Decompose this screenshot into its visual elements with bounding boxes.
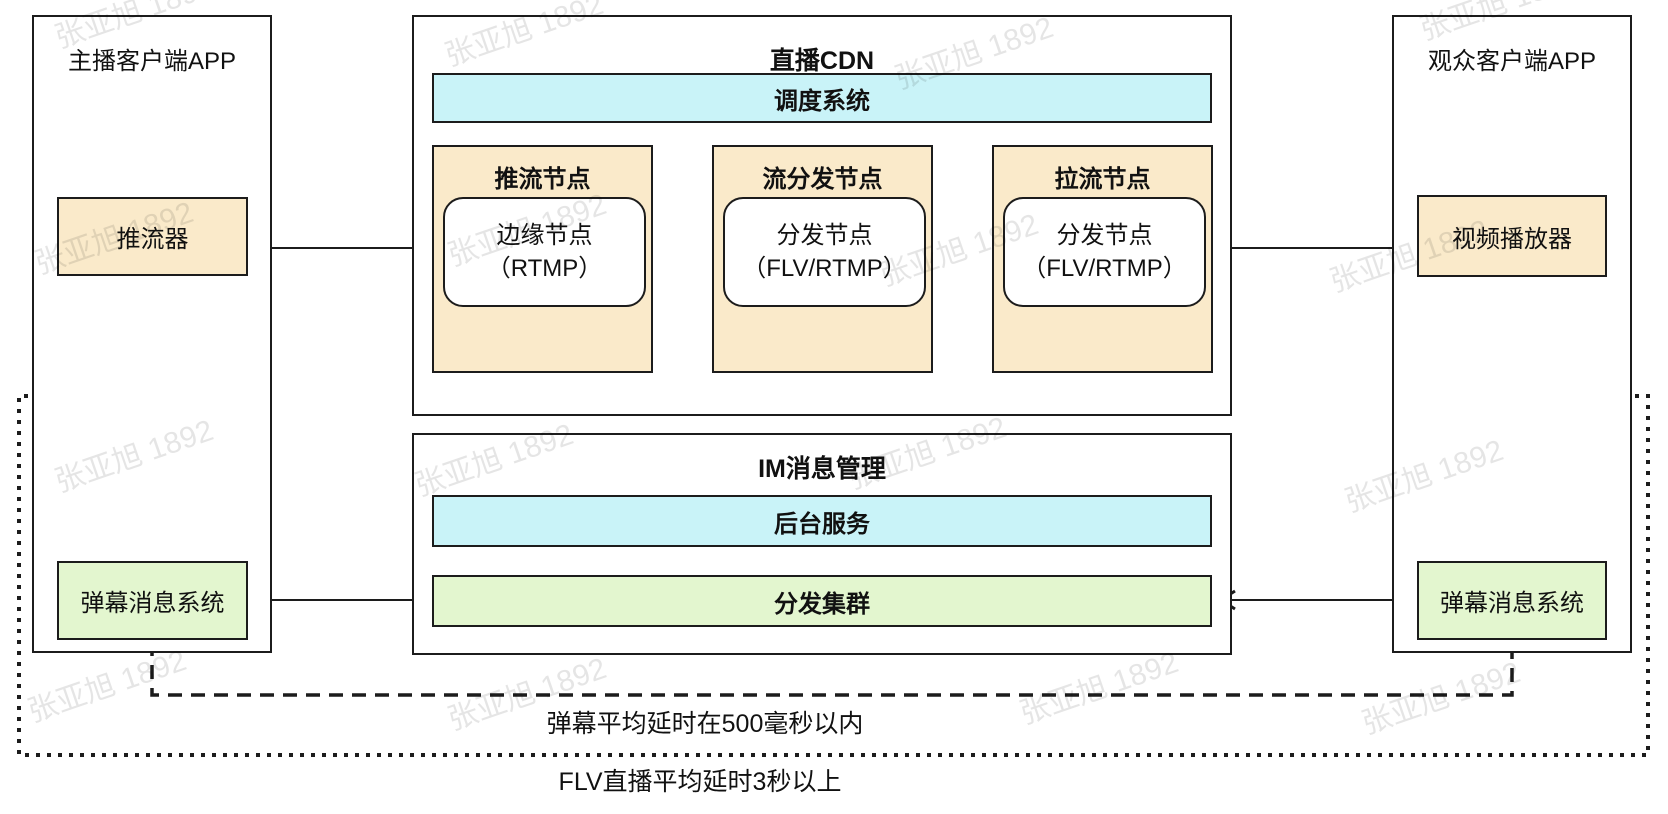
danmaku-system-box-left: 弹幕消息系统 <box>57 561 248 640</box>
danmaku-system-box-right: 弹幕消息系统 <box>1417 561 1607 640</box>
video-player-label: 视频播放器 <box>1452 225 1572 253</box>
broadcaster-app-title: 主播客户端APP <box>67 48 237 75</box>
scheduler-label: 调度系统 <box>774 87 870 115</box>
distribute-cluster-label: 分发集群 <box>774 590 870 618</box>
cdn-title: 直播CDN <box>769 47 875 75</box>
im-title: IM消息管理 <box>758 455 886 483</box>
backend-service-label: 后台服务 <box>774 510 870 538</box>
viewer-app-title: 观众客户端APP <box>1427 48 1597 75</box>
push-node-box: 推流节点 边缘节点 （RTMP） <box>432 145 653 373</box>
pull-node-line2: （FLV/RTMP） <box>1022 255 1187 282</box>
pull-node-line1: 分发节点 <box>1056 222 1153 249</box>
flv-latency-annotation: FLV直播平均延时3秒以上 <box>558 768 842 796</box>
danmaku-system-label-left: 弹幕消息系统 <box>80 590 225 617</box>
pull-node-title: 拉流节点 <box>1054 166 1151 193</box>
viewer-app-container: 观众客户端APP <box>1392 15 1632 653</box>
stream-distribute-node-inner-box: 分发节点 （FLV/RTMP） <box>723 197 926 307</box>
distribute-cluster-bar: 分发集群 <box>432 575 1212 627</box>
push-node-inner-box: 边缘节点 （RTMP） <box>443 197 646 307</box>
pusher-label: 推流器 <box>116 226 189 253</box>
pull-node-inner-box: 分发节点 （FLV/RTMP） <box>1003 197 1206 307</box>
pusher-box: 推流器 <box>57 197 248 276</box>
stream-distribute-node-line1: 分发节点 <box>776 222 873 249</box>
push-node-title: 推流节点 <box>494 166 591 193</box>
push-node-line2: （RTMP） <box>486 255 603 282</box>
pull-node-box: 拉流节点 分发节点 （FLV/RTMP） <box>992 145 1213 373</box>
broadcaster-app-container: 主播客户端APP <box>32 15 272 653</box>
watermark: 张亚旭 1892 <box>1357 655 1525 741</box>
stream-distribute-node-line2: （FLV/RTMP） <box>742 255 907 282</box>
backend-service-bar: 后台服务 <box>432 495 1212 547</box>
stream-distribute-node-title: 流分发节点 <box>762 166 883 193</box>
danmaku-system-label-right: 弹幕消息系统 <box>1440 590 1584 617</box>
video-player-box: 视频播放器 <box>1417 195 1607 277</box>
scheduler-bar: 调度系统 <box>432 73 1212 123</box>
danmaku-latency-annotation: 弹幕平均延时在500毫秒以内 <box>546 710 864 738</box>
stream-distribute-node-box: 流分发节点 分发节点 （FLV/RTMP） <box>712 145 933 373</box>
push-node-line1: 边缘节点 <box>496 222 593 249</box>
